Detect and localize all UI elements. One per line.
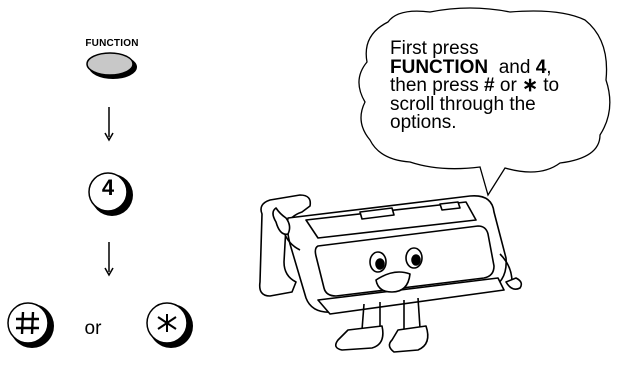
function-key (87, 53, 137, 79)
hash-key (8, 303, 54, 348)
number-key-label: 4 (88, 175, 128, 201)
or-text: or (500, 75, 517, 96)
down-arrow-icon (105, 242, 113, 275)
instruction-line: then press # or ∗ to (390, 77, 605, 96)
then-press-text: then press (390, 75, 479, 96)
hash-emphasis: # (484, 75, 495, 96)
function-key-label: FUNCTION (62, 38, 162, 49)
or-label: or (78, 318, 108, 340)
to-text: to (543, 75, 559, 96)
instruction-text: First press FUNCTION and 4, then press #… (390, 40, 605, 133)
star-emphasis: ∗ (522, 75, 538, 96)
down-arrow-icon (105, 107, 113, 140)
star-key (147, 303, 193, 348)
instruction-line: options. (390, 114, 605, 133)
fax-mascot (260, 195, 522, 352)
